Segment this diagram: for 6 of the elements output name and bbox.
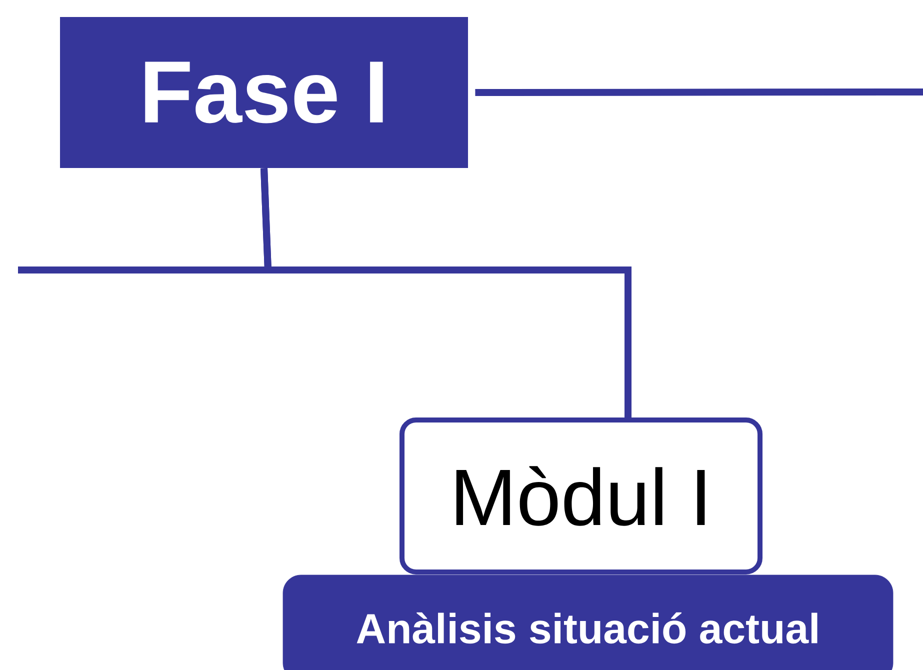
node-label: Anàlisis situació actual — [356, 612, 818, 644]
label-box: Anàlisis situació actual — [282, 574, 894, 670]
connector-line — [18, 168, 272, 274]
module-box: Mòdul I — [400, 418, 762, 574]
connector-line — [475, 88, 923, 96]
phase-box: Fase I — [60, 17, 468, 168]
